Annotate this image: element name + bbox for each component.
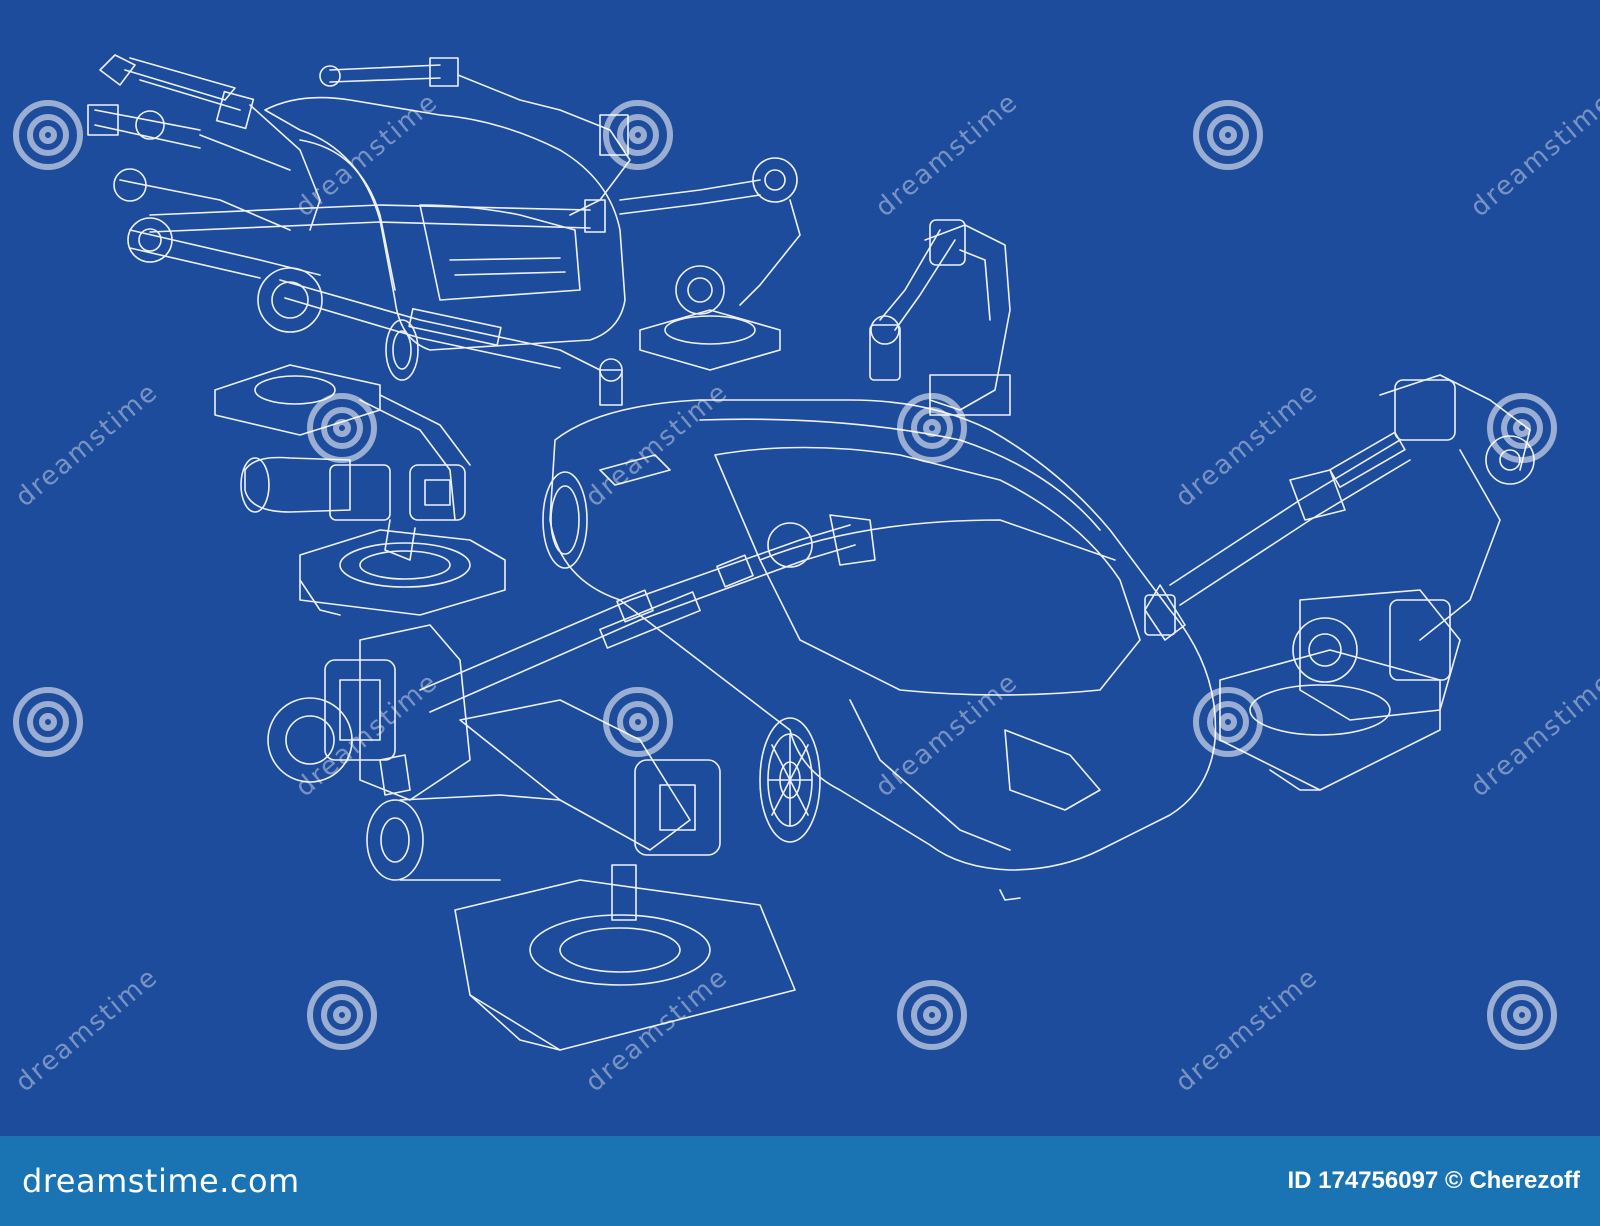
dreamstime-spiral-icon <box>13 687 83 757</box>
dreamstime-spiral-icon <box>603 100 673 170</box>
footer-credit: ID 174756097 © Cherezoff <box>1287 1167 1581 1194</box>
robot-arm-icon <box>267 514 876 1051</box>
footer-logo[interactable]: dreamstime.com <box>22 1162 300 1200</box>
blueprint-drawing <box>13 54 1557 1051</box>
car-icon <box>542 399 1217 901</box>
dreamstime-spiral-icon <box>1193 687 1263 757</box>
dreamstime-spiral-icon <box>897 393 967 463</box>
dreamstime-spiral-icon <box>603 687 673 757</box>
dreamstime-spiral-icon <box>897 980 967 1050</box>
watermark-spirals <box>13 100 1557 1050</box>
dreamstime-spiral-icon <box>1193 100 1263 170</box>
dreamstime-spiral-icon <box>13 100 83 170</box>
wireframe-blueprint-artwork: dreamstime dreamstime dreamstime dreamst… <box>10 54 1600 1098</box>
dreamstime-spiral-icon <box>1487 393 1557 463</box>
robot-arm-icon <box>240 394 506 616</box>
dreamstime-spiral-icon <box>307 980 377 1050</box>
car-icon <box>264 96 626 381</box>
footer-bar: dreamstime.com ID 174756097 © Cherezoff <box>0 1136 1600 1226</box>
robot-arm-icon <box>1144 374 1535 791</box>
robot-arm-icon <box>869 219 1011 416</box>
dreamstime-spiral-icon <box>1487 980 1557 1050</box>
robot-arm-icon <box>87 54 801 436</box>
dreamstime-spiral-icon <box>307 393 377 463</box>
